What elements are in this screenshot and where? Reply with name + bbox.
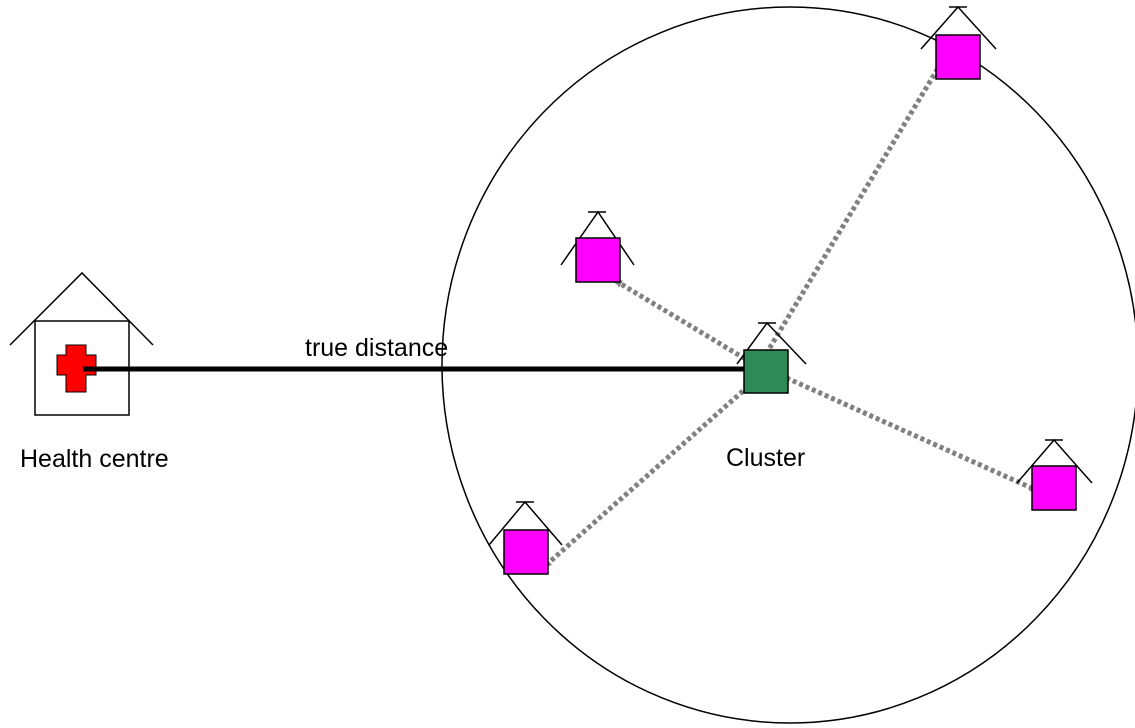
red-cross-icon: [56, 344, 97, 393]
cluster-house-icon: [736, 321, 807, 394]
cluster-label: Cluster: [726, 444, 805, 472]
household-4-body: [503, 529, 549, 575]
arrow-to-household-1: [614, 278, 759, 369]
household-1-body: [575, 237, 621, 283]
health-centre-label: Health centre: [20, 445, 169, 473]
cluster-house-body: [743, 349, 789, 394]
health-centre-house-icon: [9, 271, 154, 416]
household-house-icon: [560, 210, 635, 283]
health-centre-roof: [9, 271, 154, 346]
household-2-body: [935, 34, 981, 80]
arrow-to-household-4: [543, 389, 745, 568]
arrow-to-household-2: [763, 58, 946, 356]
household-3-body: [1031, 465, 1077, 511]
true-distance-label: true distance: [305, 334, 448, 362]
cluster-area-circle: [441, 6, 1135, 724]
household-house-icon: [920, 5, 997, 80]
household-house-icon: [1016, 438, 1093, 511]
household-house-icon: [488, 500, 563, 575]
arrow-to-household-3: [778, 372, 1038, 493]
